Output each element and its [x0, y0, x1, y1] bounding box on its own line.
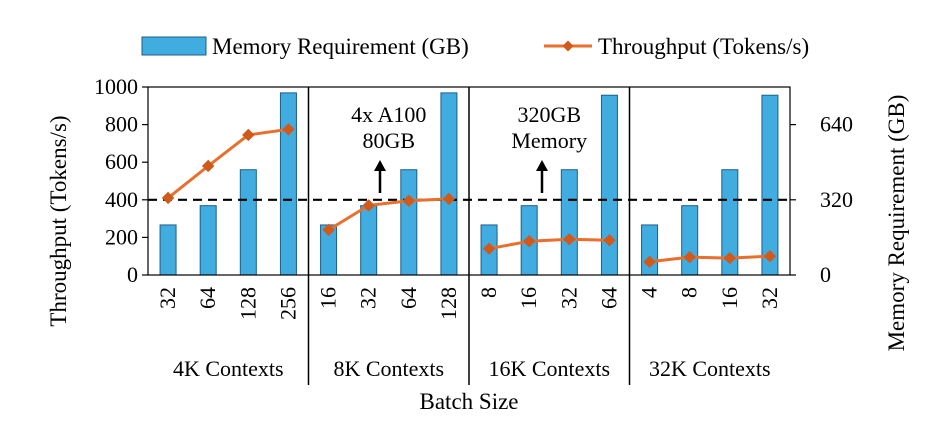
throughput-marker — [563, 233, 576, 246]
annotation-arrowhead — [374, 160, 386, 171]
annotation-text: 320GB — [517, 102, 581, 127]
annotation-text: 80GB — [362, 128, 415, 153]
memory-bar — [199, 205, 217, 276]
y2-tick-label: 0 — [820, 262, 831, 287]
throughput-marker — [242, 128, 255, 142]
memory-bar — [400, 169, 418, 276]
annotation-text: 4x A100 — [351, 102, 426, 127]
group-label: 16K Contexts — [488, 356, 610, 381]
throughput-marker — [482, 242, 496, 255]
legend-throughput-marker — [562, 40, 574, 52]
legend-memory-swatch — [141, 36, 207, 56]
memory-bar — [360, 205, 378, 276]
x-tick-label: 64 — [396, 287, 421, 309]
annotation-arrowhead — [536, 160, 548, 171]
throughput-marker — [603, 234, 616, 247]
x-tick-label: 32 — [757, 287, 782, 309]
x-tick-label: 16 — [717, 287, 742, 309]
y-tick-label: 0 — [127, 262, 138, 287]
x-tick-label: 4 — [637, 287, 662, 298]
throughput-marker — [362, 199, 375, 212]
throughput-line — [488, 237, 610, 251]
throughput-marker — [763, 249, 777, 263]
throughput-marker — [322, 223, 335, 237]
memory-bar — [681, 205, 699, 276]
y-tick-label: 600 — [105, 149, 138, 174]
throughput-marker — [282, 123, 295, 136]
group-label: 32K Contexts — [649, 356, 771, 381]
legend-throughput-label: Throughput (Tokens/s) — [598, 34, 809, 59]
throughput-marker — [643, 255, 656, 269]
throughput-marker — [683, 250, 696, 264]
x-tick-label: 32 — [356, 287, 381, 309]
x-tick-label: 256 — [275, 287, 300, 320]
x-tick-label: 32 — [556, 287, 581, 309]
memory-bar — [560, 169, 578, 276]
memory-bar — [761, 94, 779, 276]
y2-axis-title: Memory Requirement (GB) — [884, 95, 909, 352]
throughput-marker — [723, 251, 737, 265]
group-label: 4K Contexts — [173, 356, 284, 381]
memory-bar — [159, 224, 177, 276]
y-tick-label: 800 — [105, 112, 138, 137]
throughput-line — [167, 127, 289, 200]
annotation-text: Memory — [511, 128, 587, 153]
memory-bar — [279, 92, 297, 276]
memory-bar — [239, 169, 257, 276]
y-tick-label: 200 — [105, 224, 138, 249]
x-axis-title: Batch Size — [420, 389, 519, 414]
x-tick-label: 8 — [476, 287, 501, 298]
x-tick-label: 8 — [677, 287, 702, 298]
y2-tick-label: 640 — [820, 112, 853, 137]
y2-tick-label: 320 — [820, 187, 853, 212]
x-tick-label: 16 — [516, 287, 541, 309]
memory-bar — [600, 94, 618, 276]
x-tick-label: 32 — [155, 287, 180, 309]
throughput-marker — [161, 191, 175, 205]
y-tick-label: 1000 — [94, 74, 138, 99]
group-label: 8K Contexts — [333, 356, 444, 381]
y-tick-label: 400 — [105, 187, 138, 212]
memory-bar — [440, 92, 458, 276]
x-tick-label: 64 — [596, 287, 621, 309]
x-tick-label: 16 — [316, 287, 341, 309]
throughput-marker — [402, 194, 416, 207]
throughput-line — [649, 254, 770, 264]
x-tick-label: 64 — [195, 287, 220, 309]
y-axis-title: Throughput (Tokens/s) — [46, 115, 71, 326]
throughput-marker — [442, 192, 456, 206]
throughput-marker — [522, 234, 536, 248]
x-tick-label: 128 — [235, 287, 260, 320]
throughput-line — [327, 197, 449, 232]
throughput-marker — [201, 159, 215, 173]
x-tick-label: 128 — [436, 287, 461, 320]
legend-memory-label: Memory Requirement (GB) — [212, 34, 469, 59]
